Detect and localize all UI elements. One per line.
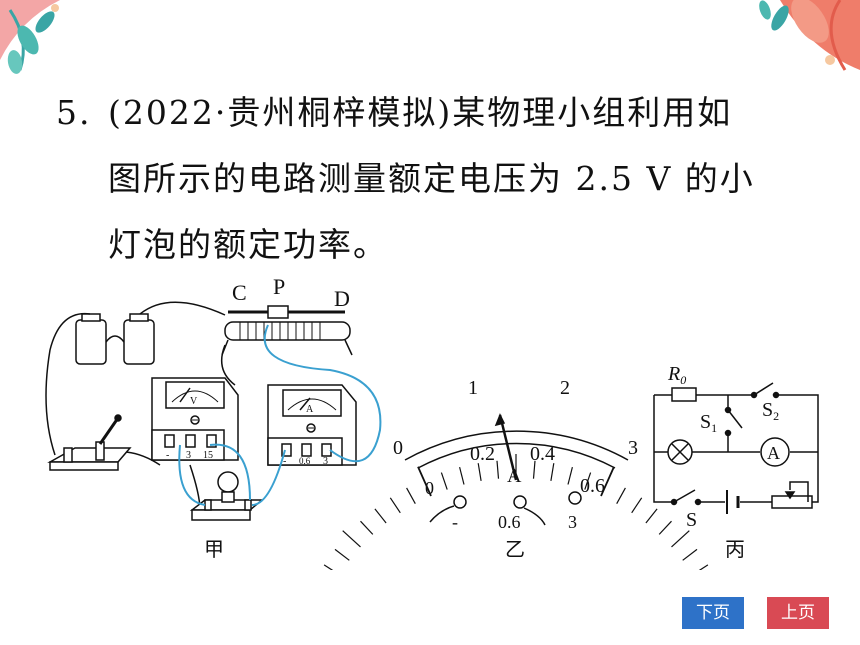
question-number: 5.: [56, 93, 92, 132]
terminal-label-0-6: 0.6: [498, 512, 521, 532]
question-line-3: 灯泡的额定功率。: [108, 225, 388, 264]
scale-tick: [459, 466, 465, 485]
meter-symbol-a: A: [507, 465, 522, 487]
knife-switch: [47, 414, 132, 471]
scale-tick: [532, 460, 536, 479]
voltmeter-terminal-minus: -: [166, 450, 169, 461]
ammeter-symbol: A: [306, 404, 314, 415]
figure-yi-caption: 乙: [505, 539, 525, 561]
scale-tick: [496, 460, 500, 479]
scale-tick: [584, 472, 592, 490]
scale-tick: [374, 508, 387, 524]
scale-tick: [567, 466, 573, 485]
scale-tick: [671, 530, 690, 548]
terminal-label-3: 3: [568, 512, 577, 532]
r0-label: R0: [667, 363, 686, 387]
scale-tick: [682, 548, 698, 561]
rheostat-label-c: C: [232, 280, 247, 305]
s2-label: S2: [762, 399, 779, 423]
resistor-r0: [671, 387, 697, 402]
figure-bing-circuit: R0 S2 S1 A S 丙: [653, 363, 819, 561]
question-text: 5.(2022·贵州桐梓模拟)某物理小组利用如 图所示的电路测量额定电压为 2.…: [56, 80, 826, 278]
scale-tick: [342, 530, 361, 548]
terminal-label-0: 0: [425, 478, 434, 498]
voltmeter-terminal-3: 3: [186, 450, 191, 461]
scale-tick: [631, 497, 643, 514]
outer-scale-2: 2: [560, 377, 570, 399]
leaf-decoration-top-left: [0, 0, 60, 74]
figure-jia-caption: 甲: [204, 539, 224, 561]
svg-text:A: A: [767, 443, 780, 463]
inner-scale-0-2: 0.2: [470, 443, 495, 465]
s-label: S: [686, 509, 697, 531]
outer-scale-1: 1: [468, 377, 478, 399]
voltmeter-symbol: V: [190, 396, 198, 407]
scale-tick: [477, 463, 482, 481]
ammeter-symbol-bing: [760, 437, 790, 467]
figure-yi-meter-scale: 0 1 2 3 0.2 0.4 0.6 A 0 - 0.6 3 乙: [323, 377, 709, 570]
slide-rheostat: C P D: [221, 274, 353, 356]
ammeter-terminal-0-6: 0.6: [299, 456, 311, 466]
scale-ticks: [323, 454, 709, 570]
leaf-decoration-top-right: [759, 0, 860, 71]
next-page-button[interactable]: 下页: [682, 597, 744, 629]
figure-jia-circuit: C P D V - 3 15 A: [45, 274, 382, 561]
scale-tick: [645, 508, 658, 524]
scale-tick: [600, 466, 615, 497]
battery-cells: [75, 313, 155, 365]
prev-page-button[interactable]: 上页: [767, 597, 829, 629]
blue-wires: [178, 324, 382, 506]
rheostat-label-d: D: [334, 286, 350, 311]
rheostat-label-p: P: [273, 274, 285, 299]
physics-figures: C P D V - 3 15 A: [45, 274, 819, 570]
s1-label: S1: [700, 411, 717, 435]
outer-scale-0: 0: [393, 437, 403, 459]
terminal-minus-sign: -: [452, 512, 458, 532]
scale-tick: [550, 463, 555, 481]
inner-scale-0-4: 0.4: [530, 443, 555, 465]
question-line-1: 5.(2022·贵州桐梓模拟)某物理小组利用如: [56, 80, 826, 146]
voltmeter: V - 3 15: [151, 377, 239, 461]
ammeter: A - 0.6 3: [267, 384, 357, 467]
scale-tick: [440, 472, 448, 490]
scale-tick: [658, 520, 672, 535]
scale-tick: [698, 564, 709, 570]
ammeter-terminal-3: 3: [323, 456, 328, 467]
scale-tick: [389, 497, 401, 514]
inner-scale-0-6: 0.6: [580, 475, 605, 497]
figure-bing-caption: 丙: [725, 539, 745, 561]
outer-scale-3: 3: [628, 437, 638, 459]
question-line-2: 图所示的电路测量额定电压为 2.5 V 的小: [108, 159, 755, 198]
ammeter-terminal-minus: -: [283, 456, 286, 467]
scale-tick: [360, 520, 374, 535]
voltmeter-terminal-15: 15: [203, 450, 213, 461]
scale-tick: [417, 466, 432, 497]
scale-tick: [334, 548, 350, 561]
rheostat-symbol: [771, 495, 813, 509]
scale-tick: [323, 564, 334, 570]
scale-tick: [616, 487, 626, 504]
light-bulb: [189, 471, 265, 521]
scale-tick: [406, 487, 416, 504]
